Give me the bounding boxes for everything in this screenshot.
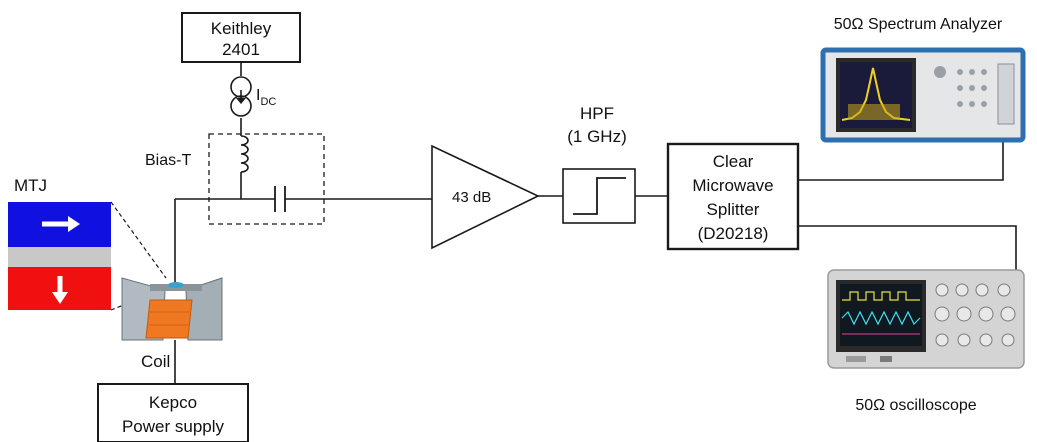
kepco-power-supply-box: Kepco Power supply xyxy=(97,383,249,442)
spectrum-analyzer-label: 50Ω Spectrum Analyzer xyxy=(834,16,1003,33)
oscilloscope-label: 50Ω oscilloscope xyxy=(855,397,976,414)
oscilloscope-trace-2 xyxy=(841,310,921,326)
kepco-label-line2: Power supply xyxy=(122,417,225,436)
mtj-label: MTJ xyxy=(14,176,47,195)
sample-chip xyxy=(168,282,184,288)
microwave-splitter-box: Clear Microwave Splitter (D20218) xyxy=(666,142,800,251)
splitter-label-line3: Splitter xyxy=(707,200,760,219)
amplifier-triangle xyxy=(431,144,540,250)
keithley-label-line1: Keithley xyxy=(211,19,272,38)
bias-tee-box xyxy=(208,133,325,225)
current-symbol: I xyxy=(256,87,260,104)
amplifier: 43 dB xyxy=(431,144,540,250)
keithley-2401-box: Keithley 2401 xyxy=(181,12,301,63)
high-pass-filter: HPF (1 GHz) xyxy=(562,104,636,224)
mtj-barrier-layer xyxy=(8,247,111,267)
arrow-right-icon xyxy=(42,216,80,232)
splitter-label-line1: Clear xyxy=(713,152,754,171)
amplifier-gain-label: 43 dB xyxy=(452,189,491,206)
wire-splitter-to-analyzer xyxy=(798,140,1004,181)
current-subscript: DC xyxy=(260,96,276,108)
mtj-stack: MTJ xyxy=(8,176,111,310)
inductor-icon xyxy=(240,135,249,173)
magnet-coil-assembly: Coil xyxy=(121,277,223,371)
coil-winding xyxy=(145,299,193,339)
high-pass-filter-icon xyxy=(573,177,626,215)
current-source-icon xyxy=(230,76,252,117)
kepco-label-line1: Kepco xyxy=(149,393,197,412)
oscilloscope-image xyxy=(827,269,1025,369)
hpf-label-line1: HPF xyxy=(580,104,614,123)
wiring xyxy=(174,62,1017,384)
current-label: IDC xyxy=(256,87,276,108)
spectrum-analyzer-image xyxy=(820,47,1026,143)
arrow-down-icon xyxy=(52,276,68,304)
bias-tee-label: Bias-T xyxy=(145,152,191,169)
keithley-label-line2: 2401 xyxy=(222,40,260,59)
splitter-label-line2: Microwave xyxy=(692,176,773,195)
splitter-label-line4: (D20218) xyxy=(698,224,769,243)
capacitor-icon xyxy=(274,186,286,212)
hpf-label-line2: (1 GHz) xyxy=(567,127,627,146)
coil-label: Coil xyxy=(141,352,170,371)
wire-splitter-to-oscilloscope xyxy=(798,225,1017,278)
oscilloscope-trace-1 xyxy=(842,291,920,301)
